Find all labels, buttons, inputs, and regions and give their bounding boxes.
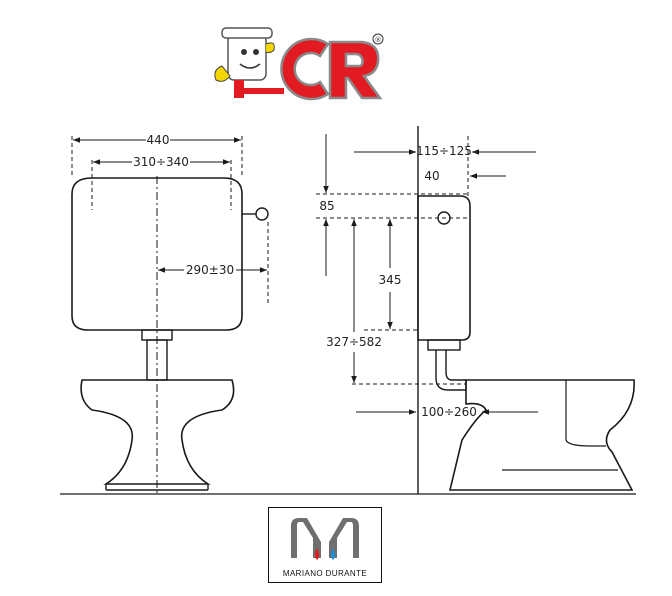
flush-button xyxy=(255,207,269,221)
cr-logo: ® xyxy=(214,27,384,101)
dim-top-drop: 85 xyxy=(319,199,334,213)
dim-depth-small: 40 xyxy=(424,169,439,183)
dim-width-total: 440 xyxy=(147,133,170,147)
front-view: 440 310÷340 290±30 xyxy=(71,133,269,494)
mascot-icon xyxy=(214,27,284,98)
registered-mark: ® xyxy=(375,36,382,44)
dim-height-total: 327÷582 xyxy=(326,335,382,349)
cistern-front xyxy=(71,177,243,331)
mariano-durante-text: MARIANO DURANTE xyxy=(282,569,368,578)
md-monogram-icon xyxy=(291,518,359,560)
logo-letter-c xyxy=(280,37,330,101)
dim-pipe-offset: 100÷260 xyxy=(421,405,477,419)
dim-handle-offset: 290±30 xyxy=(186,263,234,277)
cistern-side xyxy=(417,195,471,341)
dim-depth-range: 115÷125 xyxy=(416,144,472,158)
logo-letter-r xyxy=(328,40,383,100)
side-view: 115÷125 40 85 345 327÷582 100÷260 xyxy=(316,126,635,494)
mariano-durante-logo: MARIANO DURANTE xyxy=(268,507,382,583)
bowl-side xyxy=(448,379,635,491)
dim-width-inner: 310÷340 xyxy=(133,155,189,169)
dim-height-tank: 345 xyxy=(379,273,402,287)
